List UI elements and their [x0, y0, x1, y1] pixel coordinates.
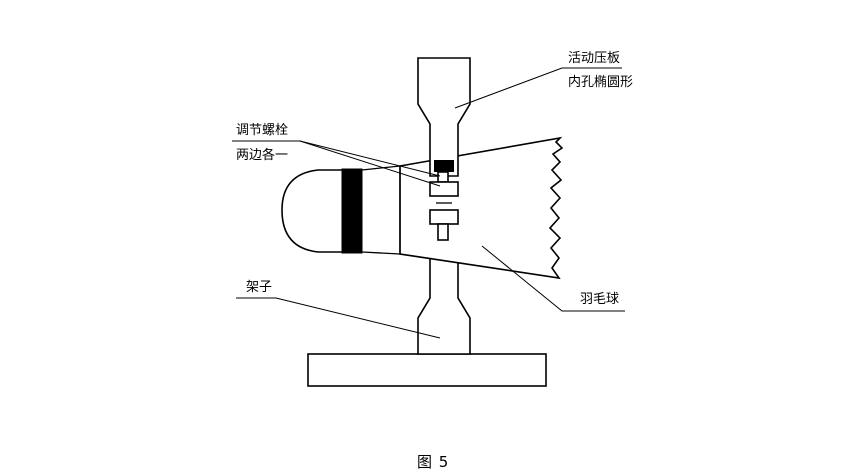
leader-stand: [236, 297, 441, 339]
figure-caption: 图 5: [417, 453, 449, 471]
pressure-plate: [417, 57, 471, 177]
shuttlecock-cork: [281, 169, 361, 253]
adjust-bolt-shank-upper: [437, 171, 449, 183]
label-pressure-plate: 活动压板: [568, 51, 620, 66]
label-stand: 架子: [246, 280, 272, 295]
label-adjust-bolt: 调节螺栓: [236, 123, 288, 138]
adjust-bolt-nut-lower: [429, 209, 459, 225]
stand-base: [307, 353, 547, 387]
shuttlecock-feathers: [399, 136, 564, 280]
leader-adjust-bolt-2: [232, 140, 441, 187]
label-both-sides-one: 两边各一: [236, 147, 288, 163]
label-elliptical-hole: 内孔椭圆形: [568, 74, 633, 90]
leader-pressure-plate: [454, 67, 622, 109]
shuttlecock-neck: [361, 165, 401, 255]
label-shuttlecock: 羽毛球: [580, 292, 619, 307]
leader-shuttlecock: [481, 245, 625, 312]
adjust-bolt-head: [434, 160, 454, 172]
adjust-bolt-shank-lower: [437, 223, 449, 241]
shuttlecock-band: [341, 168, 363, 254]
